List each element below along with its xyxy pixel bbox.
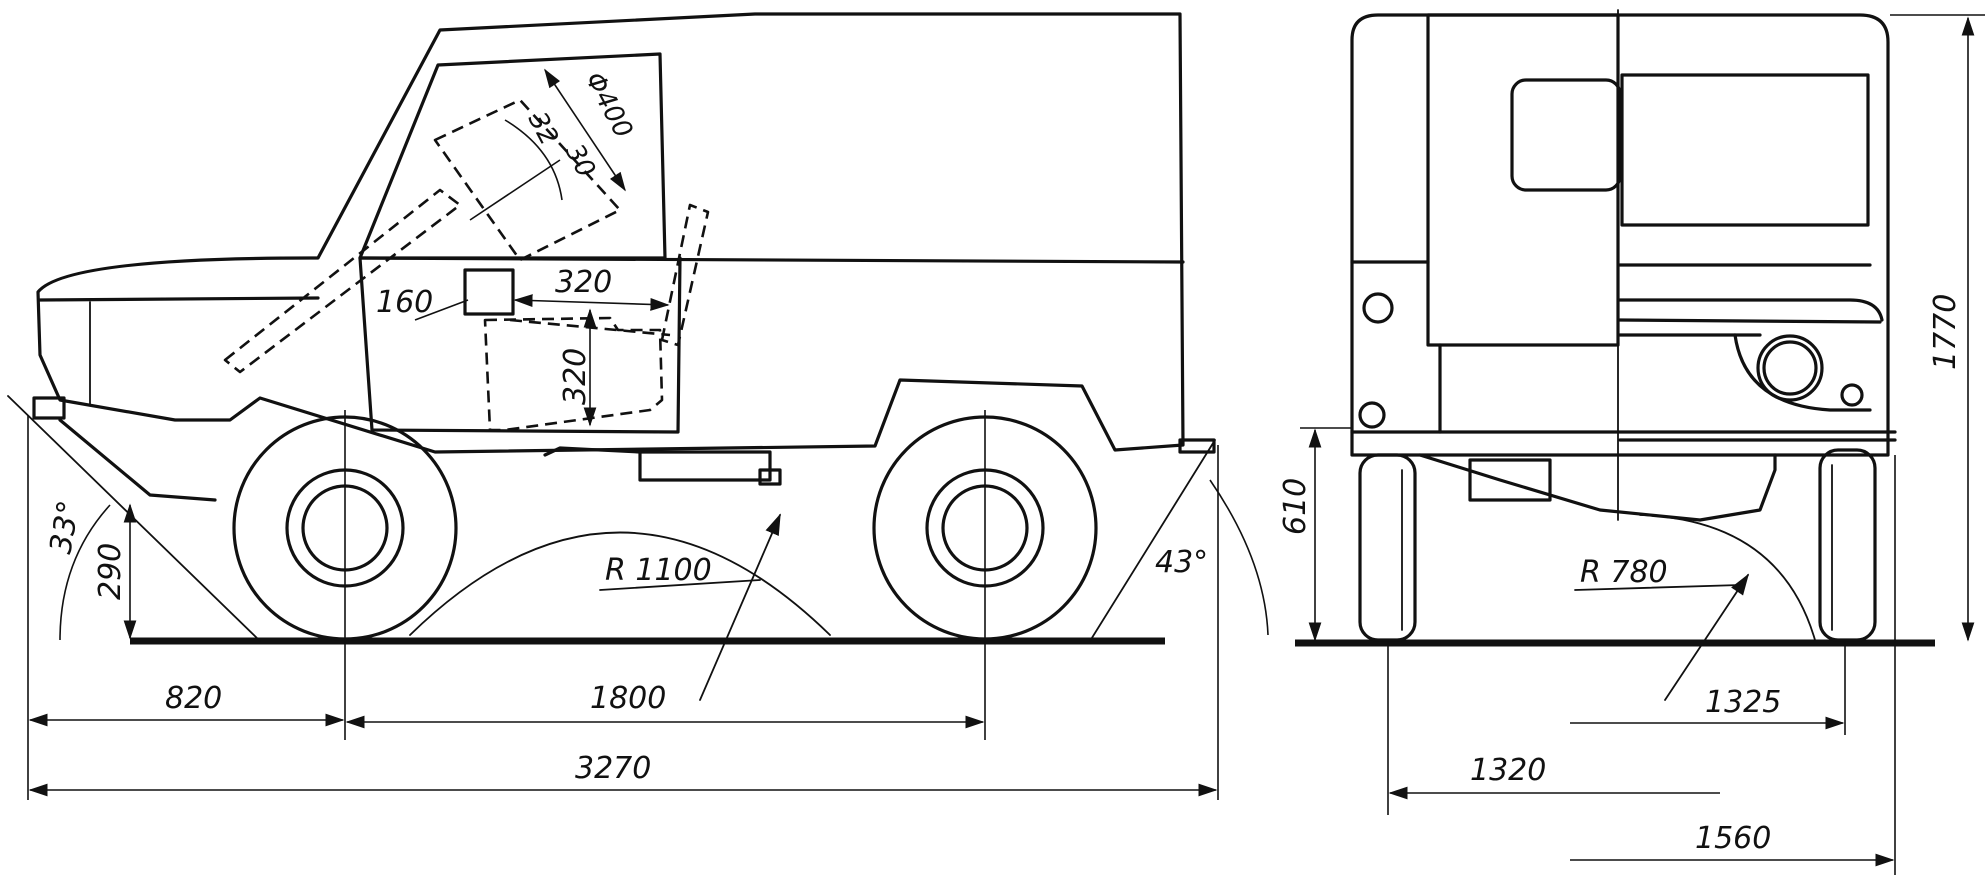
label-rear-radius: R 780 (1580, 555, 1668, 590)
side-tank-cap (758, 468, 782, 486)
rear-lamp-lower (1358, 401, 1386, 429)
rear-fuel-tank (1468, 458, 1552, 502)
front-headlamp-inner (1762, 340, 1818, 396)
side-view: 820 1800 3270 R 1100 43° 33° 290 Φ400 32… (7, 12, 1269, 800)
label-overall-length: 3270 (575, 751, 651, 786)
departure-angle-line (1089, 439, 1216, 642)
label-axle-width: 1320 (1470, 753, 1546, 788)
radius-leader-1100 (699, 513, 781, 701)
label-overall-height: 1770 (1928, 294, 1963, 370)
label-side-radius: R 1100 (605, 553, 712, 588)
front-hood (1618, 298, 1884, 322)
front-sidelamp (1840, 383, 1864, 407)
side-step (543, 446, 642, 457)
label-front-clearance: 290 (93, 543, 128, 600)
side-sill (58, 418, 217, 502)
side-fuel-tank (638, 450, 772, 482)
rear-body-outline (1350, 13, 1890, 457)
rear-wheel-right (1818, 448, 1877, 642)
side-seat-outline (483, 316, 664, 432)
hatch-angle-arc (504, 119, 563, 201)
rear-underbody (1418, 453, 1777, 522)
approach-angle-arc (59, 504, 111, 641)
label-door-width: 320 (555, 265, 612, 300)
roof-hatch-outline (433, 98, 622, 262)
departure-angle-arc (1209, 479, 1269, 636)
approach-angle-line (7, 395, 261, 642)
rear-window (1510, 78, 1622, 192)
label-track: 1325 (1705, 685, 1781, 720)
label-door-height: 320 (558, 348, 593, 405)
side-body-outline (36, 12, 1185, 454)
label-wheelbase: 1800 (590, 681, 666, 716)
hatch-axis-line (469, 159, 561, 221)
dim-line-hatch-diameter (544, 68, 626, 192)
side-handle-block (463, 268, 515, 316)
rear-breakover-arc (1639, 514, 1816, 641)
rear-wheel-left (1358, 453, 1417, 642)
radius-label-underline-780 (1574, 584, 1741, 591)
side-front-bumper (32, 396, 66, 420)
label-front-overhang: 820 (165, 681, 222, 716)
ramp-breakover-arc (409, 531, 831, 636)
label-rear-height: 610 (1278, 478, 1313, 535)
label-hatch-offset: 32 (522, 107, 564, 150)
side-hatch-strut (223, 188, 462, 374)
label-overall-width: 1560 (1695, 821, 1771, 856)
front-windshield (1620, 73, 1870, 227)
label-departure-angle: 43° (1155, 545, 1208, 580)
radius-leader-780 (1664, 573, 1749, 701)
front-grille-top (1618, 318, 1882, 324)
rear-lamp-upper (1362, 292, 1394, 324)
label-hatch-diameter: Φ400 (579, 67, 638, 143)
rear-door-panel (1426, 13, 1620, 347)
front-headlamp-outer (1756, 334, 1824, 402)
side-door-handle (660, 203, 710, 347)
handle-leader (414, 299, 469, 321)
side-hood-line (38, 296, 320, 302)
radius-label-underline-1100 (599, 579, 761, 591)
dim-line-door-width (513, 294, 670, 311)
side-window (358, 52, 667, 260)
rear-view: R 780 1325 1320 1560 610 1770 (1278, 9, 1985, 875)
label-handle-offset: 160 (376, 285, 433, 320)
side-rear-bumper (1178, 438, 1216, 454)
